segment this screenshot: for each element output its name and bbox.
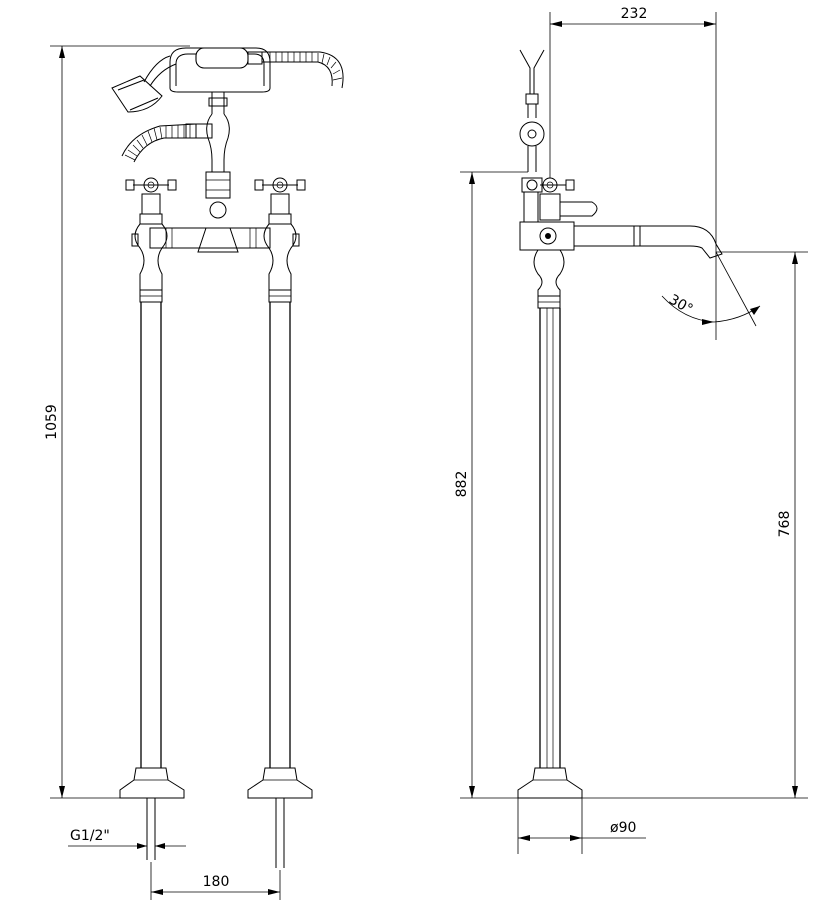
central-riser xyxy=(121,92,239,253)
mixer-bar xyxy=(149,227,271,249)
dim-thread: G1/2" xyxy=(68,828,186,849)
side-height-label: 882 xyxy=(454,471,470,498)
overall-height-label: 1059 xyxy=(44,404,60,440)
dim-pipe-spacing: 180 xyxy=(150,862,281,900)
dim-spout-angle: 30° xyxy=(661,251,761,327)
spout-height-label: 768 xyxy=(777,511,793,538)
handshower xyxy=(111,47,344,113)
thread-label: G1/2" xyxy=(70,828,110,844)
spout xyxy=(574,225,723,259)
side-view: 232 882 768 30° xyxy=(454,6,808,854)
pipe-spacing-label: 180 xyxy=(203,874,230,890)
right-tap xyxy=(247,177,313,868)
dim-side-height: 882 xyxy=(454,171,528,799)
front-view: 1059 G1/2" 180 xyxy=(44,45,344,900)
dim-base-diameter: ø90 xyxy=(517,798,646,854)
left-tap xyxy=(119,177,185,860)
spout-angle-label: 30° xyxy=(666,292,696,318)
dim-overall-height: 1059 xyxy=(44,45,190,799)
base-diameter-label: ø90 xyxy=(610,820,636,836)
side-body xyxy=(517,249,583,799)
cradle xyxy=(519,49,545,172)
spout-reach-label: 232 xyxy=(621,6,648,22)
dim-spout-reach: 232 xyxy=(549,6,717,340)
side-tap-head xyxy=(519,177,598,251)
dim-spout-height: 768 xyxy=(582,251,808,799)
